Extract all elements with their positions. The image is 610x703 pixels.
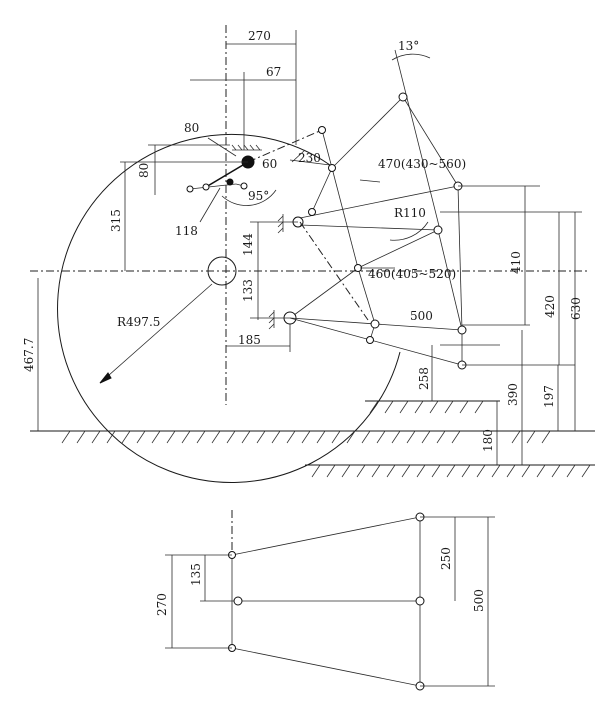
upper-link-a bbox=[321, 129, 333, 169]
dim-185: 185 bbox=[238, 333, 261, 347]
dim-230: 230 bbox=[298, 151, 321, 165]
dim-118: 118 bbox=[175, 224, 198, 238]
crank-dash-line bbox=[247, 129, 323, 163]
drive-pin bbox=[226, 178, 234, 186]
joint-right-500 bbox=[457, 325, 467, 335]
joint-lower-short bbox=[366, 336, 374, 344]
linkage bbox=[186, 49, 467, 370]
joint-top bbox=[398, 92, 408, 102]
mid-link-vertical bbox=[331, 167, 359, 269]
joint-right-mid bbox=[433, 225, 443, 235]
dim-390: 390 bbox=[506, 383, 520, 406]
dim-133: 133 bbox=[241, 279, 255, 302]
dash-coupler bbox=[299, 221, 369, 321]
upper-pivot-hatch bbox=[277, 214, 284, 234]
radius-leader bbox=[99, 283, 213, 384]
dim-500-top: 500 bbox=[410, 309, 433, 323]
dim-80-b: 80 bbox=[137, 163, 151, 178]
upper-long-link bbox=[299, 185, 459, 219]
link-top-right bbox=[402, 96, 459, 187]
link-top-to-mid bbox=[331, 96, 404, 169]
lower-link-bottom bbox=[289, 317, 463, 366]
dim-13-deg: 13° bbox=[398, 39, 419, 53]
radius-arrowhead bbox=[99, 372, 112, 384]
dim-r497-5: R497.5 bbox=[117, 315, 160, 329]
angle-arc-13 bbox=[391, 53, 431, 61]
wheel bbox=[30, 25, 590, 483]
wheel-circle bbox=[57, 134, 401, 483]
joint-crank-end bbox=[318, 126, 326, 134]
right-coupler bbox=[437, 229, 463, 331]
ground-hatch-low bbox=[311, 464, 591, 478]
crank-to-rocker bbox=[289, 159, 331, 166]
dim-144: 144 bbox=[241, 233, 255, 256]
dim-197: 197 bbox=[542, 385, 556, 408]
lower-joint-mid-left bbox=[233, 596, 243, 606]
lower-diagram-top-link bbox=[231, 516, 421, 556]
ground bbox=[30, 400, 595, 478]
dim-250: 250 bbox=[439, 547, 453, 570]
lower-diagram: 135 270 250 500 bbox=[155, 510, 495, 691]
dim-630: 630 bbox=[569, 297, 583, 320]
mid-to-right bbox=[357, 229, 439, 269]
ground-hatch-main bbox=[61, 430, 551, 444]
joint-crank-b bbox=[202, 183, 210, 191]
dim-410: 410 bbox=[509, 251, 523, 274]
dim-315: 315 bbox=[109, 209, 123, 232]
lower-to-mid bbox=[289, 267, 359, 319]
joint-crank-c bbox=[240, 182, 248, 190]
right-vertical-link bbox=[457, 185, 463, 331]
joint-mid-upper bbox=[328, 164, 336, 172]
dim-95-deg: 95° bbox=[248, 189, 269, 203]
dim-67: 67 bbox=[266, 65, 281, 79]
dim-60: 60 bbox=[262, 157, 277, 171]
dim-270-top: 270 bbox=[248, 29, 271, 43]
lower-joint-mid-right bbox=[415, 596, 425, 606]
joint-lower-mid bbox=[370, 319, 380, 329]
ground-hatch-mid bbox=[369, 400, 484, 414]
dim-500-bottom: 500 bbox=[472, 589, 486, 612]
dim-270-bottom: 270 bbox=[155, 593, 169, 616]
upper-long-link-2 bbox=[299, 224, 439, 231]
link-13deg-ref bbox=[394, 49, 441, 231]
lower-diagram-bottom-link bbox=[231, 647, 421, 687]
dimension-labels: 270 67 13° 80 60 230 470(430~560) 95° 11… bbox=[22, 29, 583, 452]
mid-link-lower bbox=[357, 267, 376, 325]
lower-pivot-hatch bbox=[268, 310, 275, 330]
dim-420: 420 bbox=[543, 295, 557, 318]
crank-arm bbox=[205, 161, 249, 188]
dimension-lines bbox=[37, 30, 582, 465]
angle-arc-95 bbox=[221, 189, 277, 206]
dim-460: 460(405~520) bbox=[368, 267, 456, 281]
crank-hatch bbox=[231, 144, 262, 151]
dim-470: 470(430~560) bbox=[378, 157, 466, 171]
dim-r110: R110 bbox=[394, 206, 426, 220]
upper-link-b bbox=[311, 167, 333, 213]
joint-crank-a bbox=[186, 185, 194, 193]
dim-180: 180 bbox=[481, 429, 495, 452]
dim-467-7: 467.7 bbox=[22, 338, 36, 372]
dim-258: 258 bbox=[417, 367, 431, 390]
dim-80-a: 80 bbox=[184, 121, 199, 135]
dim-135: 135 bbox=[189, 563, 203, 586]
arc-r110 bbox=[389, 221, 429, 241]
joint-upper-link bbox=[308, 208, 316, 216]
